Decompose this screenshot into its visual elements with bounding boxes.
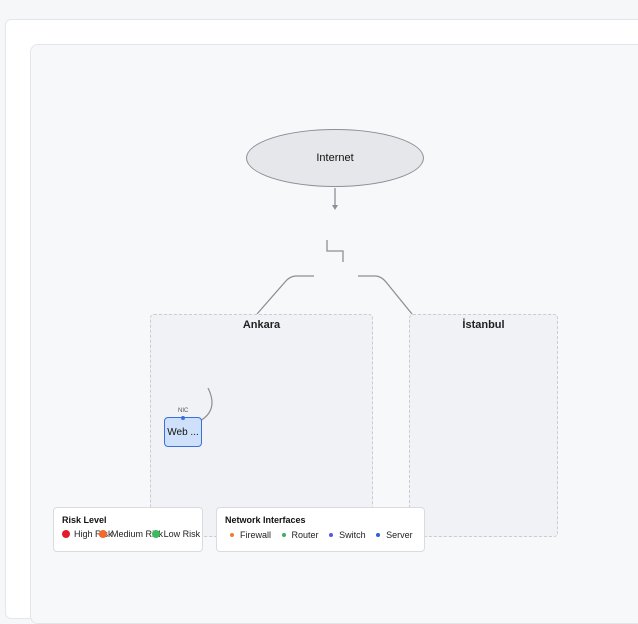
high-risk-dot-icon xyxy=(62,530,70,538)
legend-label: Low Risk xyxy=(163,529,201,539)
edge-to-istanbul xyxy=(358,275,413,315)
internet-label: Internet xyxy=(316,152,354,164)
legend-item-router: Router xyxy=(281,530,319,540)
legend-label: Router xyxy=(291,530,319,540)
web-server-node[interactable]: Web ... xyxy=(164,417,202,447)
low-risk-dot-icon xyxy=(151,530,160,538)
legend-item-high-risk: High Risk xyxy=(62,529,113,539)
legend-label: Firewall xyxy=(240,530,272,540)
risk-legend-title: Risk Level xyxy=(62,515,107,525)
legend-label: Server xyxy=(386,530,413,540)
legend-item-low-risk: Low Risk xyxy=(151,529,201,539)
region-title: İstanbul xyxy=(462,319,505,331)
legend-label: Switch xyxy=(339,530,366,540)
interface-legend-title: Network Interfaces xyxy=(225,515,306,525)
node-label: Web ... xyxy=(167,426,199,438)
legend-label: Medium Risk xyxy=(111,529,164,539)
server-dot-icon xyxy=(376,533,381,537)
risk-legend: Risk Level High Risk Medium Risk Low Ris… xyxy=(53,507,203,552)
edge-to-ankara xyxy=(256,275,314,315)
risk-legend-items: High Risk Medium Risk Low Risk xyxy=(62,529,208,540)
region-title: Ankara xyxy=(242,319,281,331)
connector-glyph xyxy=(326,240,344,262)
legend-item-firewall: Firewall xyxy=(230,530,271,540)
switch-dot-icon xyxy=(329,533,334,537)
legend-item-server: Server xyxy=(376,530,413,540)
legend-label: High Risk xyxy=(74,529,113,539)
legend-item-switch: Switch xyxy=(329,530,366,540)
router-dot-icon xyxy=(281,533,286,537)
interface-legend-items: Firewall Router Switch Server xyxy=(230,529,421,540)
firewall-dot-icon xyxy=(230,533,234,537)
region-istanbul[interactable]: İstanbul xyxy=(409,314,558,537)
nic-label: NIC xyxy=(178,408,189,414)
legend-item-medium-risk: Medium Risk xyxy=(99,529,163,539)
medium-risk-dot-icon xyxy=(99,530,108,538)
internet-node[interactable]: Internet xyxy=(246,129,424,187)
arrow-head xyxy=(332,205,338,210)
interface-legend: Network Interfaces Firewall Router Switc… xyxy=(216,507,425,552)
